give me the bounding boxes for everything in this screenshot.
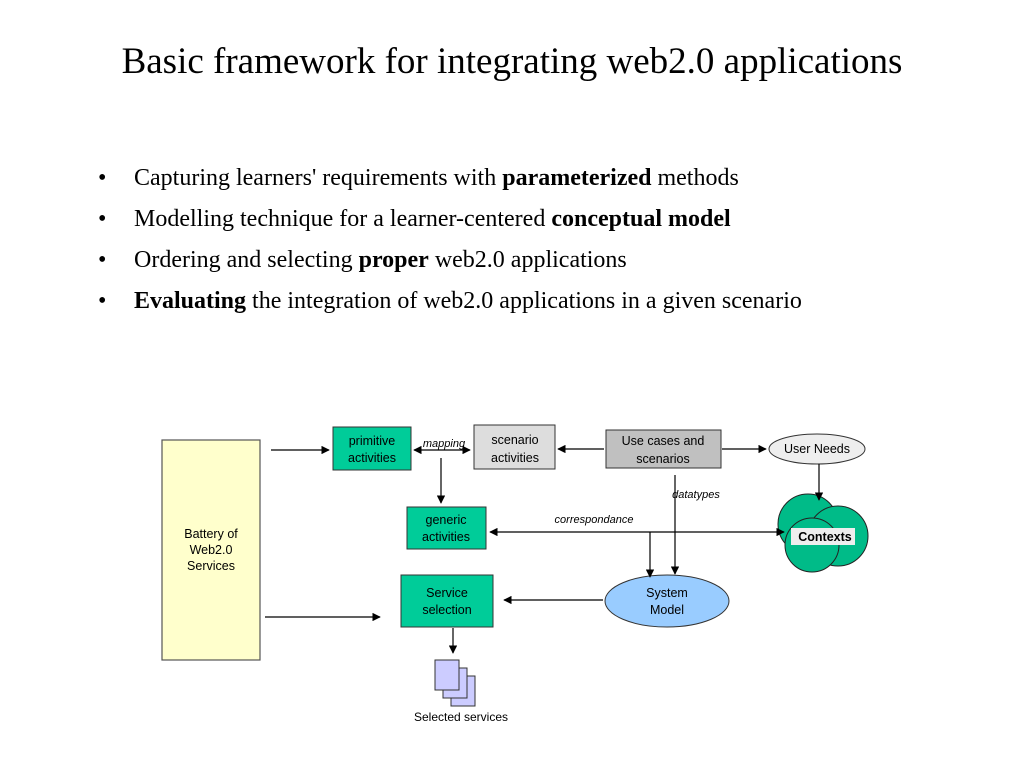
- generic-activities-label-1: generic: [426, 513, 467, 527]
- generic-activities-box: [406, 506, 487, 550]
- bullet-emphasis: Evaluating: [134, 288, 247, 314]
- bullet-text: methods: [651, 165, 739, 191]
- primitive-activities-node: primitive activities: [332, 426, 412, 471]
- use-cases-node: Use cases and scenarios: [605, 429, 722, 469]
- contexts-label-bg: [791, 528, 855, 545]
- bullet-emphasis: parameterized: [502, 165, 652, 191]
- use-cases-label-2: scenarios: [636, 452, 690, 466]
- user-needs-label: User Needs: [784, 442, 850, 456]
- primitive-activities-box: [332, 426, 412, 471]
- system-model-label-2: Model: [650, 603, 684, 617]
- bullet-list: Capturing learners' requirements with pa…: [98, 160, 802, 324]
- scenario-activities-box: [473, 424, 556, 470]
- generic-activities-node: generic activities: [406, 506, 487, 550]
- battery-box: [161, 439, 261, 661]
- doc-sheet: [434, 659, 460, 691]
- primitive-activities-label-2: activities: [348, 451, 396, 465]
- bullet-emphasis: proper: [358, 247, 429, 273]
- bullet-text: Capturing learners' requirements with: [134, 165, 503, 191]
- system-model-ellipse: [604, 574, 730, 628]
- service-selection-node: Service selection: [400, 574, 494, 628]
- slide-title: Basic framework for integrating web2.0 a…: [121, 41, 903, 82]
- use-cases-box: [605, 429, 722, 469]
- arrows: [265, 444, 824, 654]
- bullet-item: Ordering and selecting proper web2.0 app…: [98, 242, 802, 283]
- service-selection-label-1: Service: [426, 586, 468, 600]
- service-selection-box: [400, 574, 494, 628]
- battery-label-2: Web2.0: [190, 543, 233, 557]
- user-needs-node: User Needs: [768, 433, 866, 465]
- scenario-activities-label-1: scenario: [491, 433, 538, 447]
- system-model-label-1: System: [646, 586, 688, 600]
- correspondance-label: correspondance: [555, 514, 634, 526]
- bullet-text: the integration of web2.0 applications i…: [246, 288, 802, 314]
- bullet-item: Modelling technique for a learner-center…: [98, 201, 802, 242]
- datatypes-label: datatypes: [672, 489, 720, 501]
- battery-label-3: Services: [187, 559, 235, 573]
- use-cases-label-1: Use cases and: [622, 434, 705, 448]
- bullet-item: Evaluating the integration of web2.0 app…: [98, 283, 802, 324]
- mapping-label: mapping: [423, 438, 466, 450]
- bullet-text: Ordering and selecting: [134, 247, 359, 273]
- battery-node: Battery of Web2.0 Services: [161, 439, 261, 661]
- system-model-node: System Model: [604, 574, 730, 628]
- selected-services-label: Selected services: [414, 710, 508, 724]
- primitive-activities-label-1: primitive: [349, 434, 396, 448]
- bullet-text: Modelling technique for a learner-center…: [134, 206, 552, 232]
- selected-services-docs-icon: [434, 659, 476, 707]
- contexts-label: Contexts: [798, 530, 852, 544]
- scenario-activities-node: scenario activities: [473, 424, 556, 470]
- bullet-text: web2.0 applications: [428, 247, 627, 273]
- bullet-emphasis: conceptual model: [551, 206, 731, 232]
- service-selection-label-2: selection: [422, 603, 471, 617]
- bullet-item: Capturing learners' requirements with pa…: [98, 160, 802, 201]
- scenario-activities-label-2: activities: [491, 451, 539, 465]
- generic-activities-label-2: activities: [422, 530, 470, 544]
- contexts-node: Contexts: [777, 493, 869, 573]
- battery-label-1: Battery of: [184, 527, 238, 541]
- user-needs-ellipse: [768, 433, 866, 465]
